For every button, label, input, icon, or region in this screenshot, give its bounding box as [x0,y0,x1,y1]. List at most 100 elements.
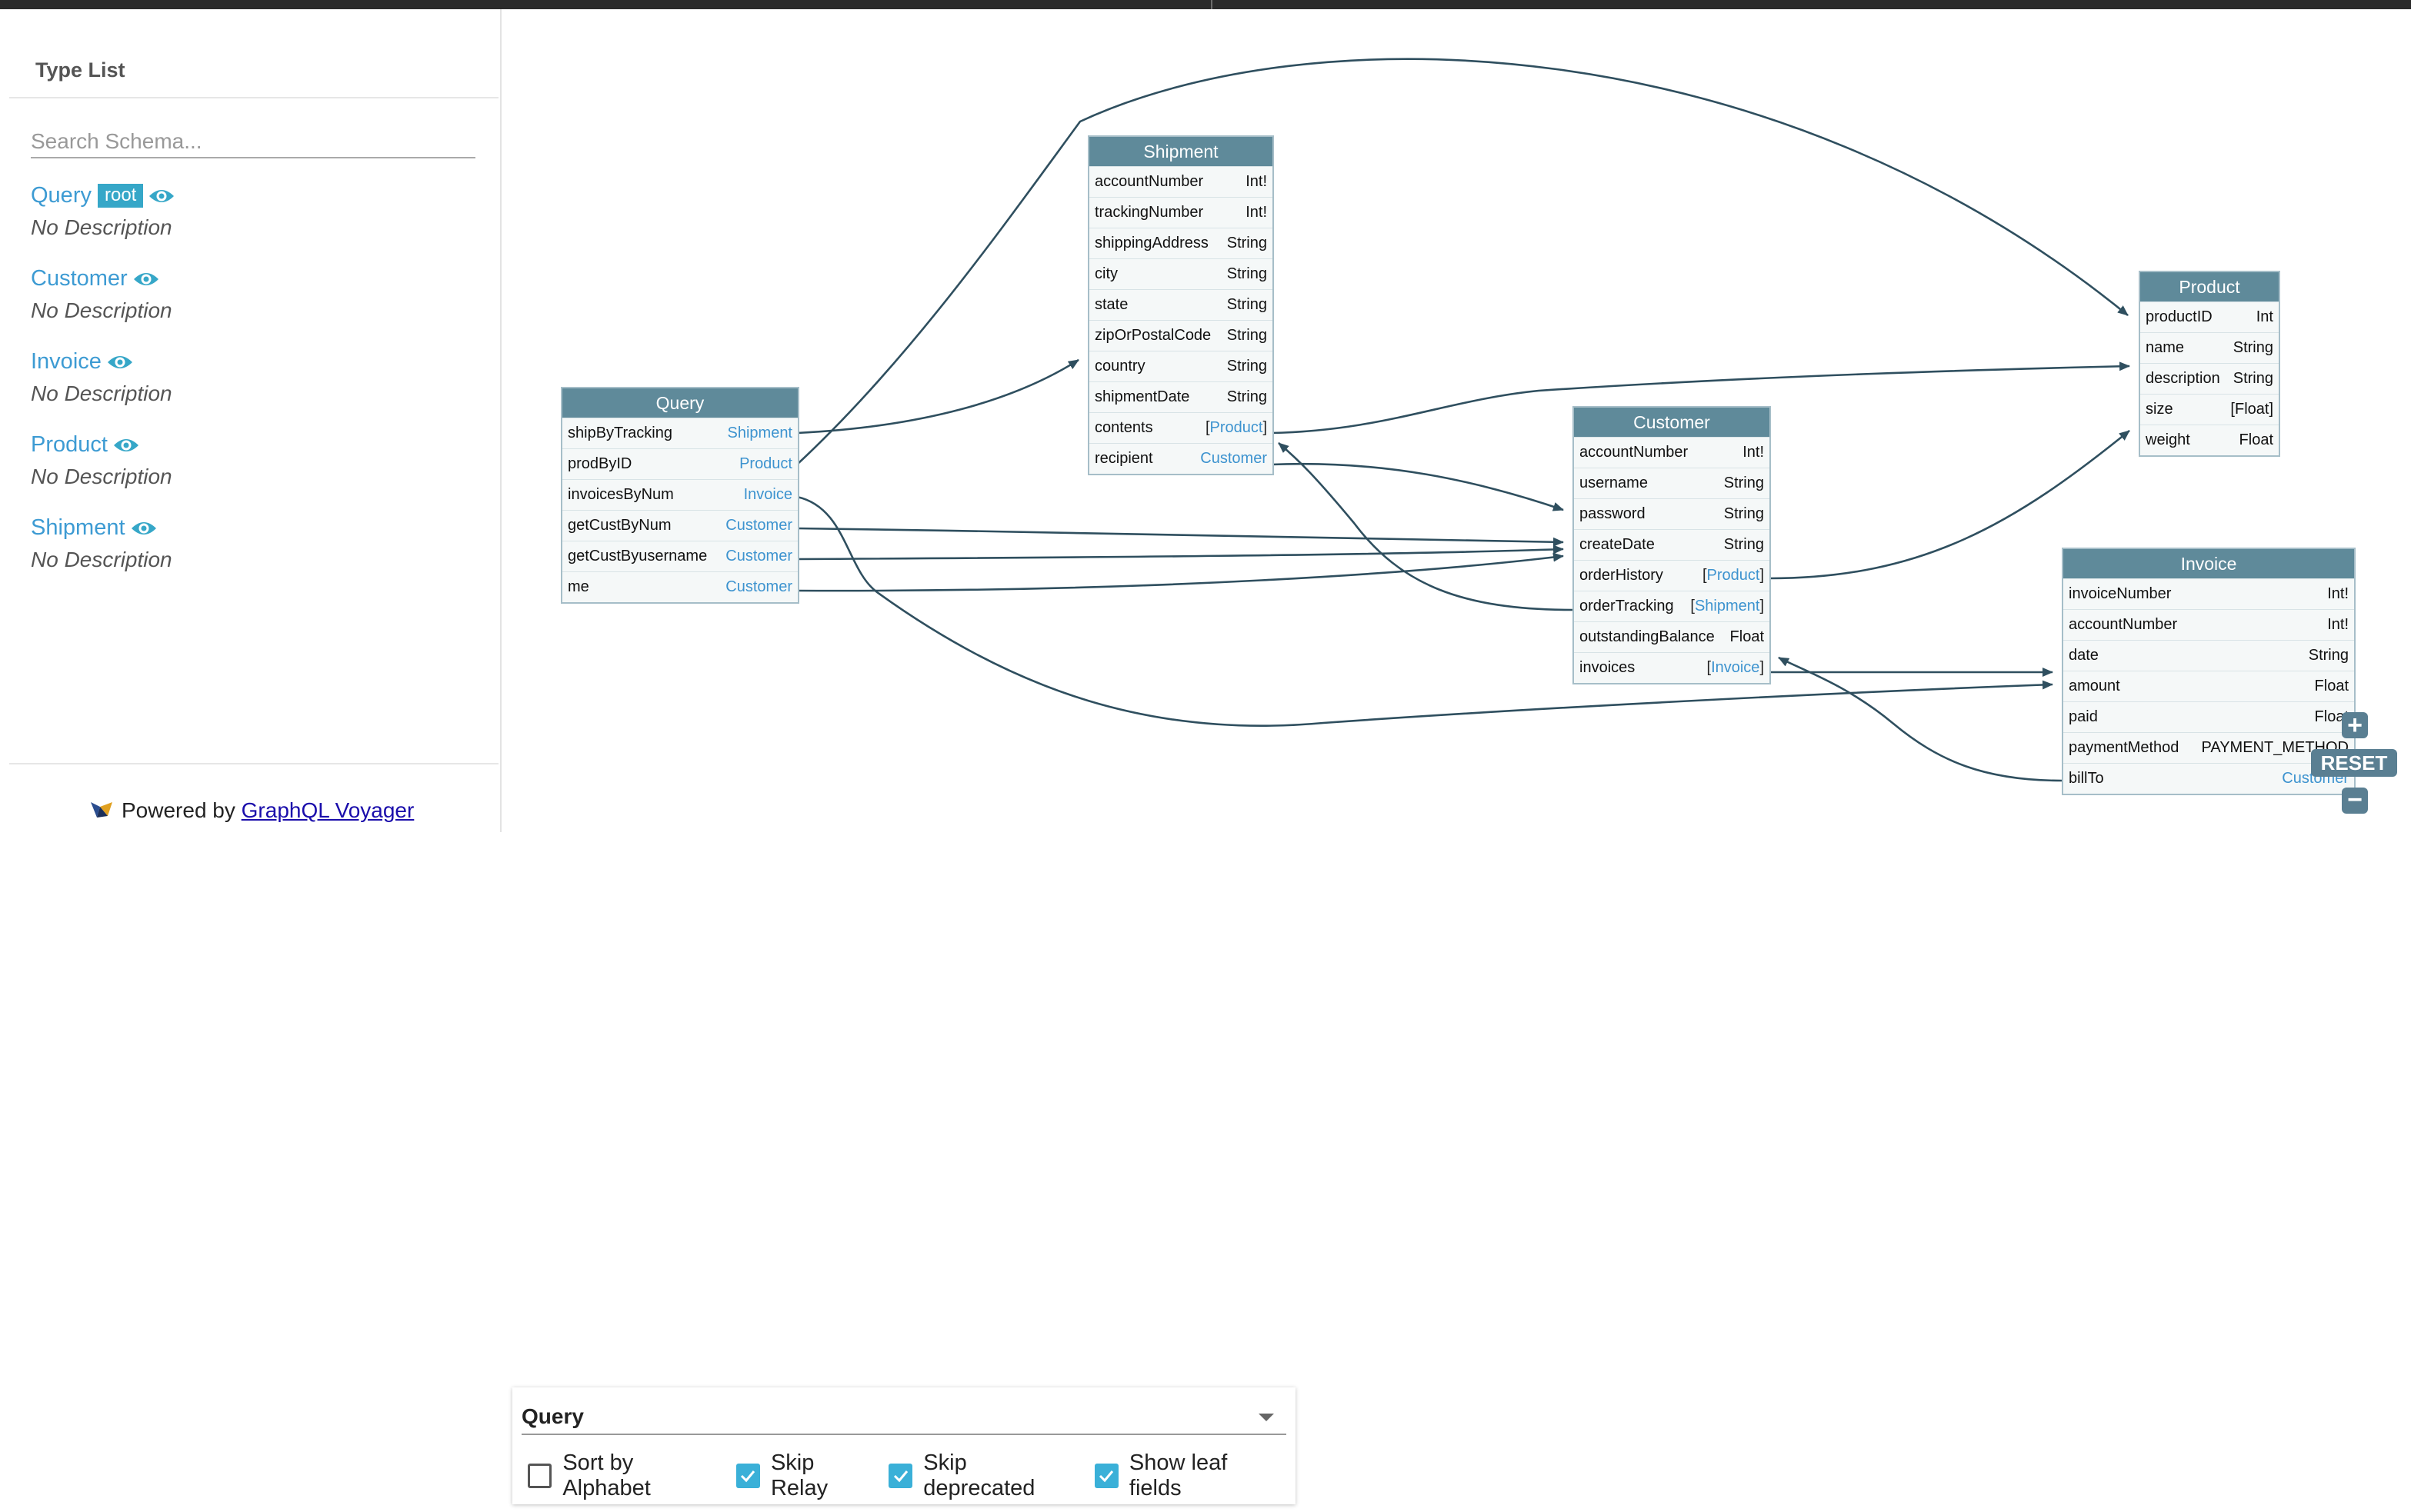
type-link-product[interactable]: Product [31,432,108,457]
type-description: No Description [31,465,172,488]
option-skip-deprecated[interactable]: Skip deprecated [889,1450,1081,1501]
type-link-customer[interactable]: Customer [31,266,128,291]
field-type: Float [2239,431,2273,448]
field-type[interactable]: [Product] [1205,419,1267,436]
field-type[interactable]: Invoice [743,486,792,503]
field-row[interactable]: orderTracking[Shipment] [1574,591,1769,621]
eye-icon[interactable] [132,270,160,292]
field-type[interactable]: Customer [725,578,792,595]
field-type[interactable]: [Product] [1702,567,1764,584]
field-type[interactable]: Customer [1200,450,1267,467]
field-type: String [2233,370,2273,387]
field-name: username [1579,475,1648,491]
type-description: No Description [31,381,172,405]
type-link-invoice[interactable]: Invoice [31,349,102,374]
field-type[interactable]: Product [739,455,792,472]
field-name: state [1095,296,1129,313]
reset-zoom-button[interactable]: RESET [2311,749,2397,777]
type-item-shipment: Shipment No Description [31,515,172,572]
option-skip-relay[interactable]: Skip Relay [735,1450,875,1501]
powered-by-text: Powered by [122,798,235,822]
field-type[interactable]: [Shipment] [1690,598,1764,614]
field-type: String [2233,339,2273,356]
search-input[interactable] [31,126,475,158]
field-name: prodByID [568,455,632,472]
field-type[interactable]: Customer [725,548,792,565]
node-title: Product [2140,272,2279,301]
field-row[interactable]: invoices[Invoice] [1574,652,1769,683]
edge-invoicesbynum-invoice [796,495,2053,728]
zoom-in-button[interactable]: + [2342,712,2368,738]
field-row[interactable]: prodByID Product [562,448,798,479]
checkbox-unchecked-icon[interactable] [528,1464,552,1488]
eye-icon[interactable] [106,353,134,375]
option-sort-by-alphabet[interactable]: Sort by Alphabet [528,1450,722,1501]
field-row[interactable]: state String [1089,289,1272,320]
zoom-out-button[interactable]: − [2342,787,2368,814]
root-type-select[interactable]: Query [522,1395,1286,1435]
eye-icon[interactable] [148,187,175,209]
checkbox-checked-icon[interactable] [889,1464,913,1488]
field-type: String [1226,358,1267,375]
type-item-product: Product No Description [31,432,172,489]
field-name: contents [1095,419,1153,436]
root-type-value: Query [522,1404,584,1428]
node-title: Query [562,388,798,418]
field-type: String [1226,296,1267,313]
field-type[interactable]: [Invoice] [1706,659,1765,676]
field-type[interactable]: Customer [725,517,792,534]
graphql-voyager-link[interactable]: GraphQL Voyager [241,798,415,822]
field-row[interactable]: orderHistory[Product] [1574,560,1769,591]
node-title: Invoice [2063,549,2354,578]
checkbox-checked-icon[interactable] [735,1464,760,1488]
field-type[interactable]: Shipment [727,425,793,441]
field-row[interactable]: size[Float] [2140,394,2279,425]
eye-icon[interactable] [112,436,140,458]
eye-icon[interactable] [130,519,158,541]
type-item-invoice: Invoice No Description [31,349,172,406]
field-name: outstandingBalance [1579,628,1715,645]
field-type: Int! [1246,204,1267,221]
option-show-leaf-fields[interactable]: Show leaf fields [1094,1450,1282,1501]
checkbox-checked-icon[interactable] [1094,1464,1119,1488]
type-link-shipment[interactable]: Shipment [31,515,125,540]
field-name: accountNumber [2069,616,2178,633]
type-link-query[interactable]: Query [31,183,92,208]
field-type: Int [2256,308,2273,325]
field-row[interactable]: contents [Product] [1089,412,1272,443]
